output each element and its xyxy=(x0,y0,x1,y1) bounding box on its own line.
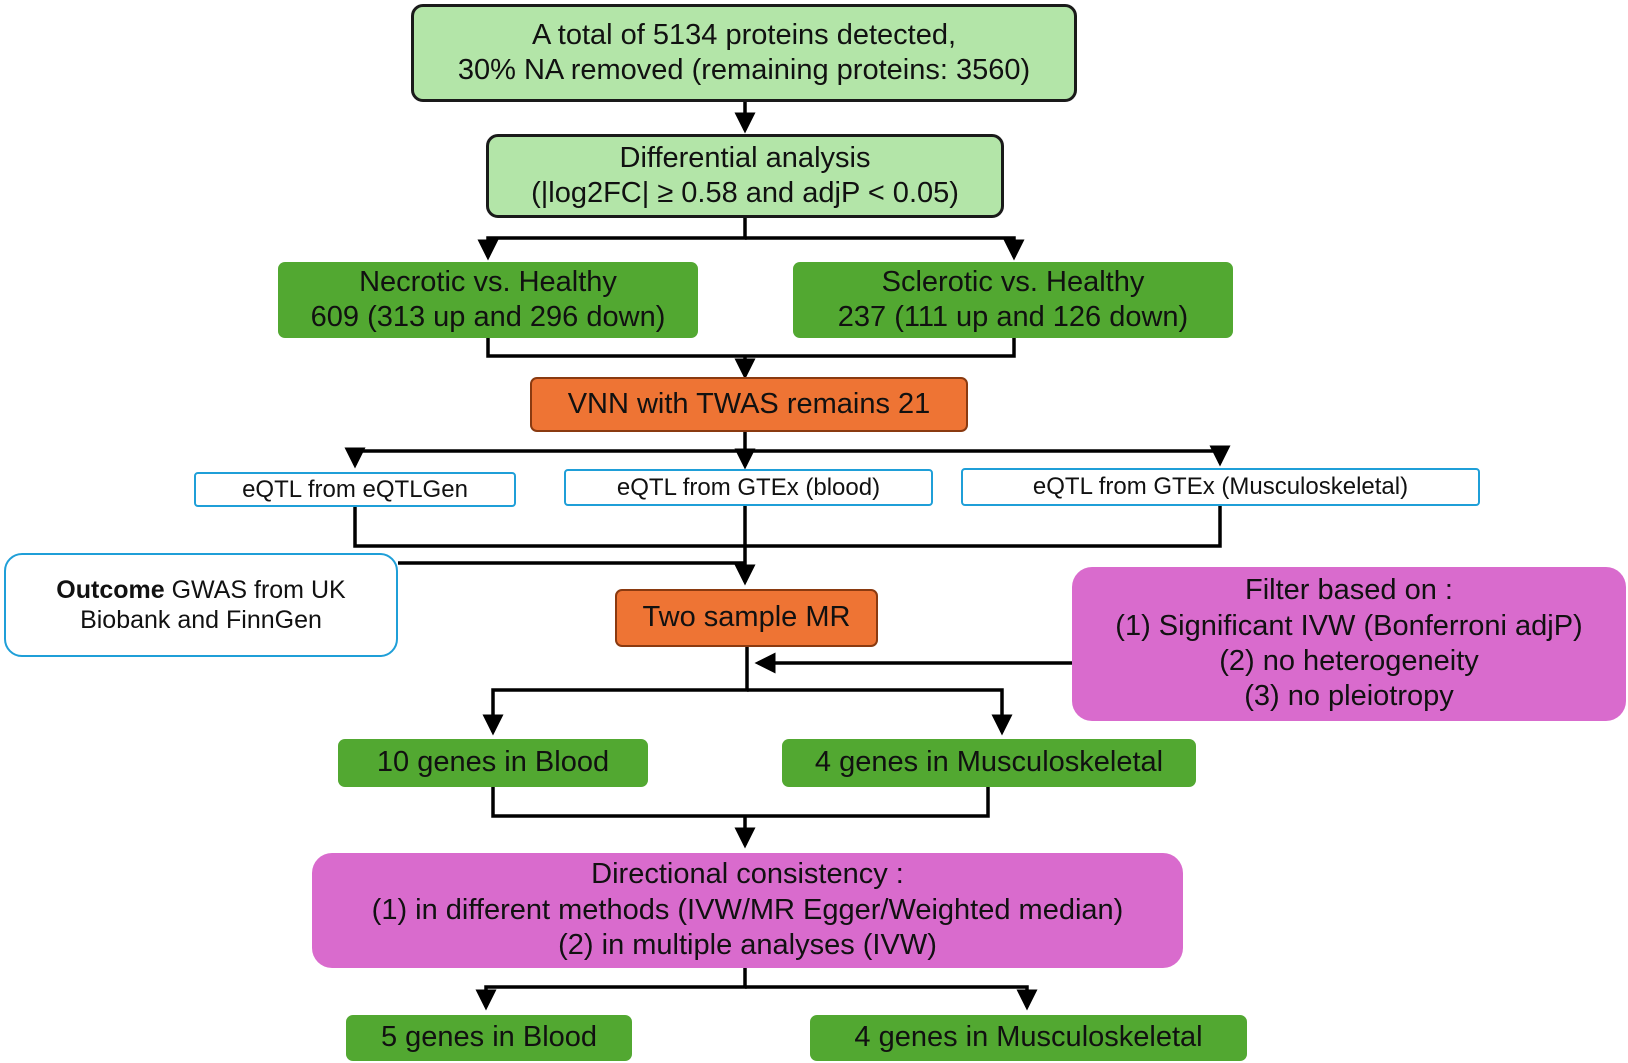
eqtl-gtex-blood-label: eQTL from GTEx (blood) xyxy=(616,473,881,501)
sclerotic-vs-healthy-box: Sclerotic vs. Healthy 237 (111 up and 12… xyxy=(793,262,1233,338)
merge-to-directional xyxy=(491,787,990,818)
filter-item: (3) no pleiotropy xyxy=(1244,680,1454,713)
eqtl-eqtlgen-box: eQTL from eQTLGen xyxy=(194,472,516,507)
split-directional xyxy=(484,968,747,1004)
differential-title: Differential analysis xyxy=(619,141,871,174)
differential-analysis-box: Differential analysis (|log2FC| ≥ 0.58 a… xyxy=(486,134,1004,218)
total-proteins-box: A total of 5134 proteins detected, 30% N… xyxy=(411,4,1077,102)
split-differential-right xyxy=(745,236,1016,256)
total-proteins-line1: A total of 5134 proteins detected, xyxy=(531,18,957,51)
outcome-gwas-box: Outcome GWAS from UK Biobank and FinnGen xyxy=(4,553,398,657)
directional-item: (2) in multiple analyses (IVW) xyxy=(558,929,937,962)
split-vnn xyxy=(353,432,747,463)
two-sample-mr-box: Two sample MR xyxy=(615,589,878,647)
eqtl-gtex-blood-box: eQTL from GTEx (blood) xyxy=(564,469,933,506)
eqtl-eqtlgen-label: eQTL from eQTLGen xyxy=(242,475,468,503)
differential-criteria: (|log2FC| ≥ 0.58 and adjP < 0.05) xyxy=(531,177,959,209)
directional-item: (1) in different methods (IVW/MR Egger/W… xyxy=(371,893,1124,926)
merge-eqtl xyxy=(353,506,1222,548)
total-proteins-line2: 30% NA removed (remaining proteins: 3560… xyxy=(457,54,1031,86)
blood-10-genes-box: 10 genes in Blood xyxy=(338,739,648,787)
two-sample-mr-label: Two sample MR xyxy=(642,601,851,634)
sclerotic-counts: 237 (111 up and 126 down) xyxy=(837,301,1189,333)
blood-5-genes-label: 5 genes in Blood xyxy=(380,1021,598,1054)
blood-10-genes-label: 10 genes in Blood xyxy=(376,746,610,779)
necrotic-title: Necrotic vs. Healthy xyxy=(359,265,617,298)
musculoskeletal-4-genes-final-label: 4 genes in Musculoskeletal xyxy=(854,1021,1203,1054)
eqtl-gtex-musculoskeletal-box: eQTL from GTEx (Musculoskeletal) xyxy=(961,468,1480,506)
eqtl-gtex-musculoskeletal-label: eQTL from GTEx (Musculoskeletal) xyxy=(1032,473,1409,501)
merge-to-vnn xyxy=(486,338,1016,358)
vnn-label: VNN with TWAS remains 21 xyxy=(567,387,931,420)
necrotic-counts: 609 (313 up and 296 down) xyxy=(310,301,666,333)
directional-consistency-box: Directional consistency : (1) in differe… xyxy=(312,853,1183,968)
outcome-line2: Biobank and FinnGen xyxy=(80,606,322,634)
outcome-rest-label: GWAS from UK xyxy=(164,575,346,604)
musculoskeletal-4-genes-final-box: 4 genes in Musculoskeletal xyxy=(810,1015,1247,1061)
musculoskeletal-4-genes-label: 4 genes in Musculoskeletal xyxy=(814,746,1164,779)
musculoskeletal-4-genes-box: 4 genes in Musculoskeletal xyxy=(782,739,1196,787)
filter-title: Filter based on : xyxy=(1245,574,1453,607)
split-mr xyxy=(491,647,749,730)
directional-title: Directional consistency : xyxy=(591,858,904,891)
outcome-bold-label: Outcome xyxy=(56,575,165,604)
split-differential xyxy=(486,218,747,256)
sclerotic-title: Sclerotic vs. Healthy xyxy=(881,265,1145,298)
filter-item: (2) no heterogeneity xyxy=(1219,645,1479,677)
vnn-twas-box: VNN with TWAS remains 21 xyxy=(530,377,968,432)
outcome-line1: Outcome GWAS from UK xyxy=(56,575,345,606)
filter-criteria-box: Filter based on : (1) Significant IVW (B… xyxy=(1072,567,1626,721)
blood-5-genes-box: 5 genes in Blood xyxy=(346,1015,632,1061)
necrotic-vs-healthy-box: Necrotic vs. Healthy 609 (313 up and 296… xyxy=(278,262,698,338)
filter-item: (1) Significant IVW (Bonferroni adjP) xyxy=(1115,609,1583,642)
